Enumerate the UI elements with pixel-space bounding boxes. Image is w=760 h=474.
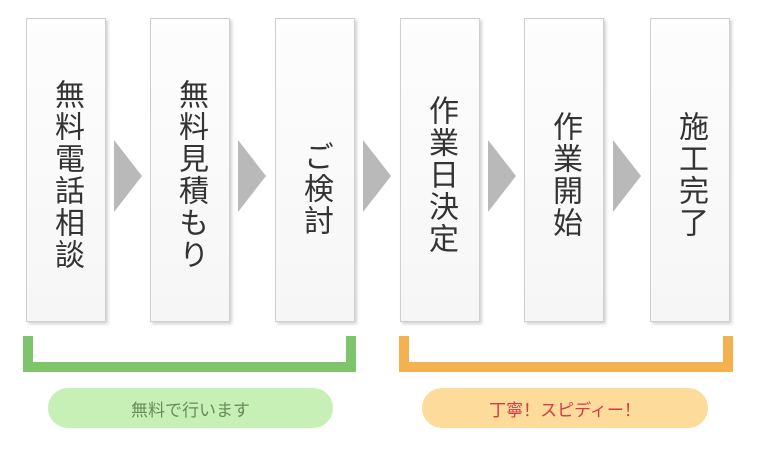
step-label: 施工完了 <box>673 111 708 239</box>
arrow-right-icon <box>238 140 266 212</box>
free-group-bracket <box>23 336 356 372</box>
step-label: 無料電話相談 <box>49 79 84 271</box>
step-label: ご検討 <box>298 141 333 237</box>
step-label: 無料見積もり <box>173 79 208 271</box>
arrow-right-icon <box>488 140 516 212</box>
step-label: 作業日決定 <box>423 95 458 255</box>
arrow-right-icon <box>114 140 142 212</box>
step-work-start: 作業開始 <box>524 18 604 322</box>
free-group-label: 無料で行います <box>48 388 333 428</box>
step-consideration: ご検討 <box>275 18 355 322</box>
arrow-right-icon <box>363 140 391 212</box>
speedy-group-label: 丁寧！スピディー！ <box>422 388 708 428</box>
speedy-group-bracket <box>399 336 733 372</box>
step-free-phone-consultation: 無料電話相談 <box>26 18 106 322</box>
step-construction-complete: 施工完了 <box>650 18 730 322</box>
step-schedule-decided: 作業日決定 <box>400 18 480 322</box>
step-free-estimate: 無料見積もり <box>150 18 230 322</box>
arrow-right-icon <box>613 140 641 212</box>
step-label: 作業開始 <box>547 111 582 239</box>
